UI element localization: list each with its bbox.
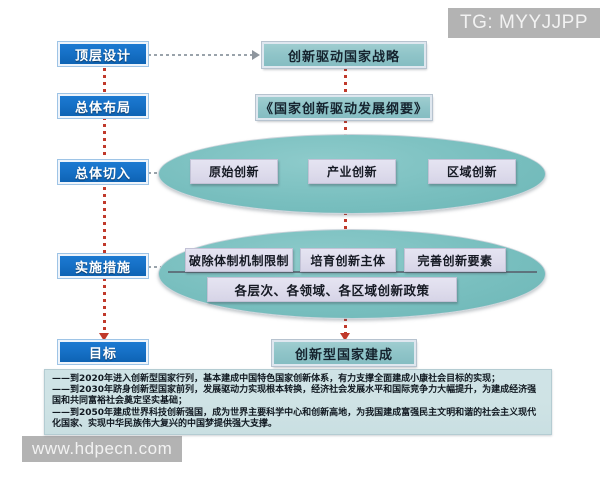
chip-label: 培育创新主体 [310, 253, 386, 268]
chip-label: 原始创新 [208, 165, 259, 179]
connector-right-spine-4 [344, 318, 347, 336]
arrow-right-spine-down [340, 333, 350, 341]
outcome-outline-document[interactable]: 《国家创新驱动发展纲要》 [256, 95, 432, 120]
chip-label: 各层次、各领域、各区域创新政策 [234, 283, 430, 298]
note-bullet-2030: ——到2030年跻身创新型国家前列，发展驱动力实现根本转换，经济社会发展水平和国… [52, 385, 544, 407]
note-bullet-lead: ——到2020年进入创新型国家行列， [52, 374, 204, 384]
stage-label-top-design[interactable]: 顶层设计 [58, 42, 148, 66]
connector-left-spine [103, 68, 106, 336]
chip-original-innovation[interactable]: 原始创新 [190, 159, 278, 184]
stage-label-text: 顶层设计 [74, 48, 131, 64]
stage-label-implementation[interactable]: 实施措施 [58, 254, 148, 278]
telegram-watermark: TG: MYYJJPP [448, 8, 600, 38]
connector-top-horizontal [148, 54, 254, 56]
chip-industry-innovation[interactable]: 产业创新 [308, 159, 396, 184]
chip-cultivate-subjects[interactable]: 培育创新主体 [300, 248, 396, 272]
note-bullet-lead: ——到2030年跻身创新型国家前列， [52, 385, 204, 396]
stage-label-text: 实施措施 [74, 260, 131, 276]
stage-label-text: 目标 [88, 346, 117, 362]
connector-right-spine-2 [344, 120, 347, 138]
goals-note-panel: ——到2020年进入创新型国家行列，基本建成中国特色国家创新体系，有力支撑全面建… [44, 369, 552, 435]
chip-label: 产业创新 [326, 165, 377, 179]
stage-label-text: 总体布局 [74, 100, 131, 116]
chip-label: 破除体制机制限制 [188, 253, 289, 268]
outcome-label: 《国家创新驱动发展纲要》 [259, 102, 428, 117]
measures-ellipse [158, 229, 546, 319]
stage-label-overall-entry[interactable]: 总体切入 [58, 160, 148, 184]
chip-multi-level-policy[interactable]: 各层次、各领域、各区域创新政策 [207, 277, 457, 302]
stage-label-text: 总体切入 [74, 166, 131, 182]
outcome-national-strategy[interactable]: 创新驱动国家战略 [262, 42, 426, 68]
site-watermark: www.hdpecn.com [22, 436, 183, 462]
note-bullet-rest: 基本建成中国特色国家创新体系，有力支撑全面建成小康社会目标的实现； [203, 374, 501, 384]
note-bullet-lead: ——到2050年建成世界科技创新强国， [52, 407, 213, 418]
stage-label-overall-layout[interactable]: 总体布局 [58, 94, 148, 118]
chip-label: 完善创新要素 [417, 253, 493, 268]
note-bullet-rest: 发展驱动力实现根本转换，经济社会发展水平和国际竞争力大幅提升，为建成经济强国和共… [52, 385, 537, 407]
outcome-label: 创新驱动国家战略 [287, 49, 400, 65]
stage-label-goal[interactable]: 目标 [58, 340, 148, 364]
chip-improve-elements[interactable]: 完善创新要素 [404, 248, 506, 272]
note-bullet-rest: 成为世界主要科学中心和创新高地，为我国建成富强民主文明和谐的社会主义现代化国家、… [52, 407, 537, 429]
note-bullet-2050: ——到2050年建成世界科技创新强国，成为世界主要科学中心和创新高地，为我国建成… [52, 408, 544, 430]
arrow-top-horizontal [252, 50, 260, 60]
arrow-left-spine-down [99, 333, 109, 341]
chip-break-institutional-limits[interactable]: 破除体制机制限制 [185, 248, 293, 272]
connector-right-spine-3 [344, 212, 347, 232]
measures-divider [168, 271, 537, 273]
connector-right-spine-1 [344, 68, 347, 96]
outcome-nation-built[interactable]: 创新型国家建成 [272, 340, 416, 366]
chip-label: 区域创新 [446, 165, 497, 179]
outcome-label: 创新型国家建成 [294, 347, 393, 363]
chip-regional-innovation[interactable]: 区域创新 [428, 159, 516, 184]
note-bullet-2020: ——到2020年进入创新型国家行列，基本建成中国特色国家创新体系，有力支撑全面建… [52, 374, 544, 385]
